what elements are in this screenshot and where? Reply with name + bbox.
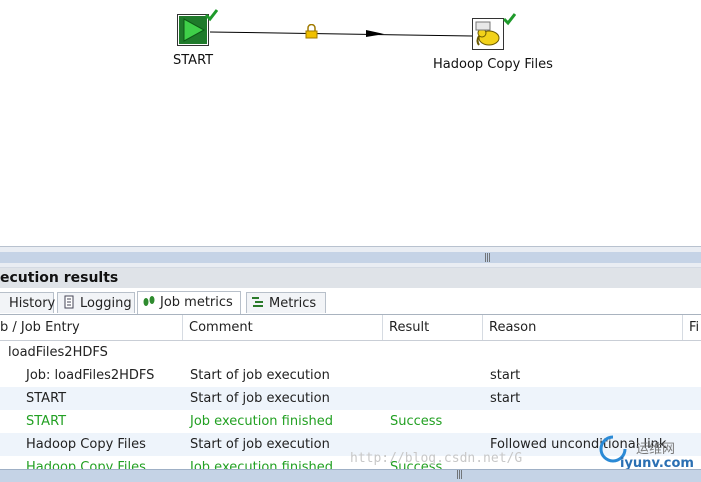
table-row[interactable]: Job: loadFiles2HDFS Start of job executi… [0, 364, 701, 387]
tab-history[interactable]: History [0, 292, 56, 313]
tab-metrics[interactable]: Metrics [246, 292, 326, 313]
cell-comment: Start of job execution [190, 437, 330, 452]
logo-en-text: iyunv.com [620, 456, 694, 471]
panel-splitter[interactable]: ||| [0, 246, 701, 268]
horizontal-scrollbar[interactable]: ||| [0, 469, 701, 482]
logo-cn-text: 运维网 [636, 442, 676, 457]
hadoop-node-label: Hadoop Copy Files [433, 57, 553, 72]
job-canvas[interactable]: START Hadoop Copy Files [0, 0, 701, 246]
logging-icon [64, 295, 74, 309]
splitter-bar[interactable] [0, 252, 701, 263]
column-header-result[interactable]: Result [383, 315, 483, 340]
cell-comment: Job execution finished [190, 414, 333, 429]
cell-result: Success [390, 414, 443, 429]
results-tabs: History Logging Job metrics Metrics [0, 290, 701, 315]
cell-comment: Job execution finished [190, 460, 333, 469]
green-checkmark-icon [204, 9, 218, 22]
padlock-icon [305, 24, 318, 39]
logo-swirl-icon [599, 435, 627, 463]
results-table-header: b / Job Entry Comment Result Reason Fi [0, 315, 701, 341]
column-header-reason[interactable]: Reason [483, 315, 683, 340]
cell-job-entry: Hadoop Copy Files [26, 437, 146, 452]
cell-result: Success [390, 460, 443, 469]
metrics-icon [252, 297, 263, 307]
watermark-text: http://blog.csdn.net/G [350, 451, 523, 466]
cell-job-entry: loadFiles2HDFS [8, 345, 108, 360]
tab-job-metrics-label: Job metrics [160, 295, 233, 310]
cell-job-entry: START [26, 414, 67, 429]
tab-history-label: History [9, 296, 56, 311]
start-node-icon-box[interactable] [177, 14, 209, 46]
cell-reason: start [490, 391, 521, 406]
tab-logging[interactable]: Logging [57, 292, 135, 313]
table-row[interactable]: loadFiles2HDFS [0, 341, 701, 364]
results-table-body: loadFiles2HDFS Job: loadFiles2HDFS Start… [0, 341, 701, 469]
start-node-label: START [173, 53, 214, 68]
tab-metrics-label: Metrics [269, 296, 317, 311]
splitter-grip-icon[interactable]: ||| [484, 253, 491, 263]
hadoop-elephant-icon [474, 20, 502, 48]
table-row[interactable]: Hadoop Copy Files Job execution finished… [0, 456, 701, 469]
cell-job-entry: Hadoop Copy Files [26, 460, 146, 469]
hop-line[interactable] [0, 0, 701, 80]
column-header-filename[interactable]: Fi [689, 320, 700, 335]
column-header-comment[interactable]: Comment [183, 315, 383, 340]
site-logo: 运维网 iyunv.com [598, 434, 698, 474]
table-row[interactable]: START Job execution finished Success [0, 410, 701, 433]
cell-comment: Start of job execution [190, 368, 330, 383]
column-header-job-entry[interactable]: b / Job Entry [0, 315, 183, 340]
cell-job-entry: Job: loadFiles2HDFS [26, 368, 155, 383]
cell-job-entry: START [26, 391, 67, 406]
green-checkmark-icon [502, 13, 516, 26]
table-row[interactable]: Hadoop Copy Files Start of job execution… [0, 433, 701, 456]
play-triangle-icon [179, 16, 207, 44]
hadoop-node-icon-box[interactable] [472, 18, 504, 50]
table-row[interactable]: START Start of job execution start [0, 387, 701, 410]
tab-logging-label: Logging [80, 296, 132, 311]
execution-results-title: ecution results [0, 268, 701, 288]
tab-job-metrics[interactable]: Job metrics [137, 291, 241, 314]
job-metrics-icon [143, 296, 155, 306]
cell-comment: Start of job execution [190, 391, 330, 406]
cell-reason: Followed unconditional link [490, 437, 667, 452]
scrollbar-grip-icon[interactable]: ||| [456, 470, 463, 480]
cell-reason: start [490, 368, 521, 383]
